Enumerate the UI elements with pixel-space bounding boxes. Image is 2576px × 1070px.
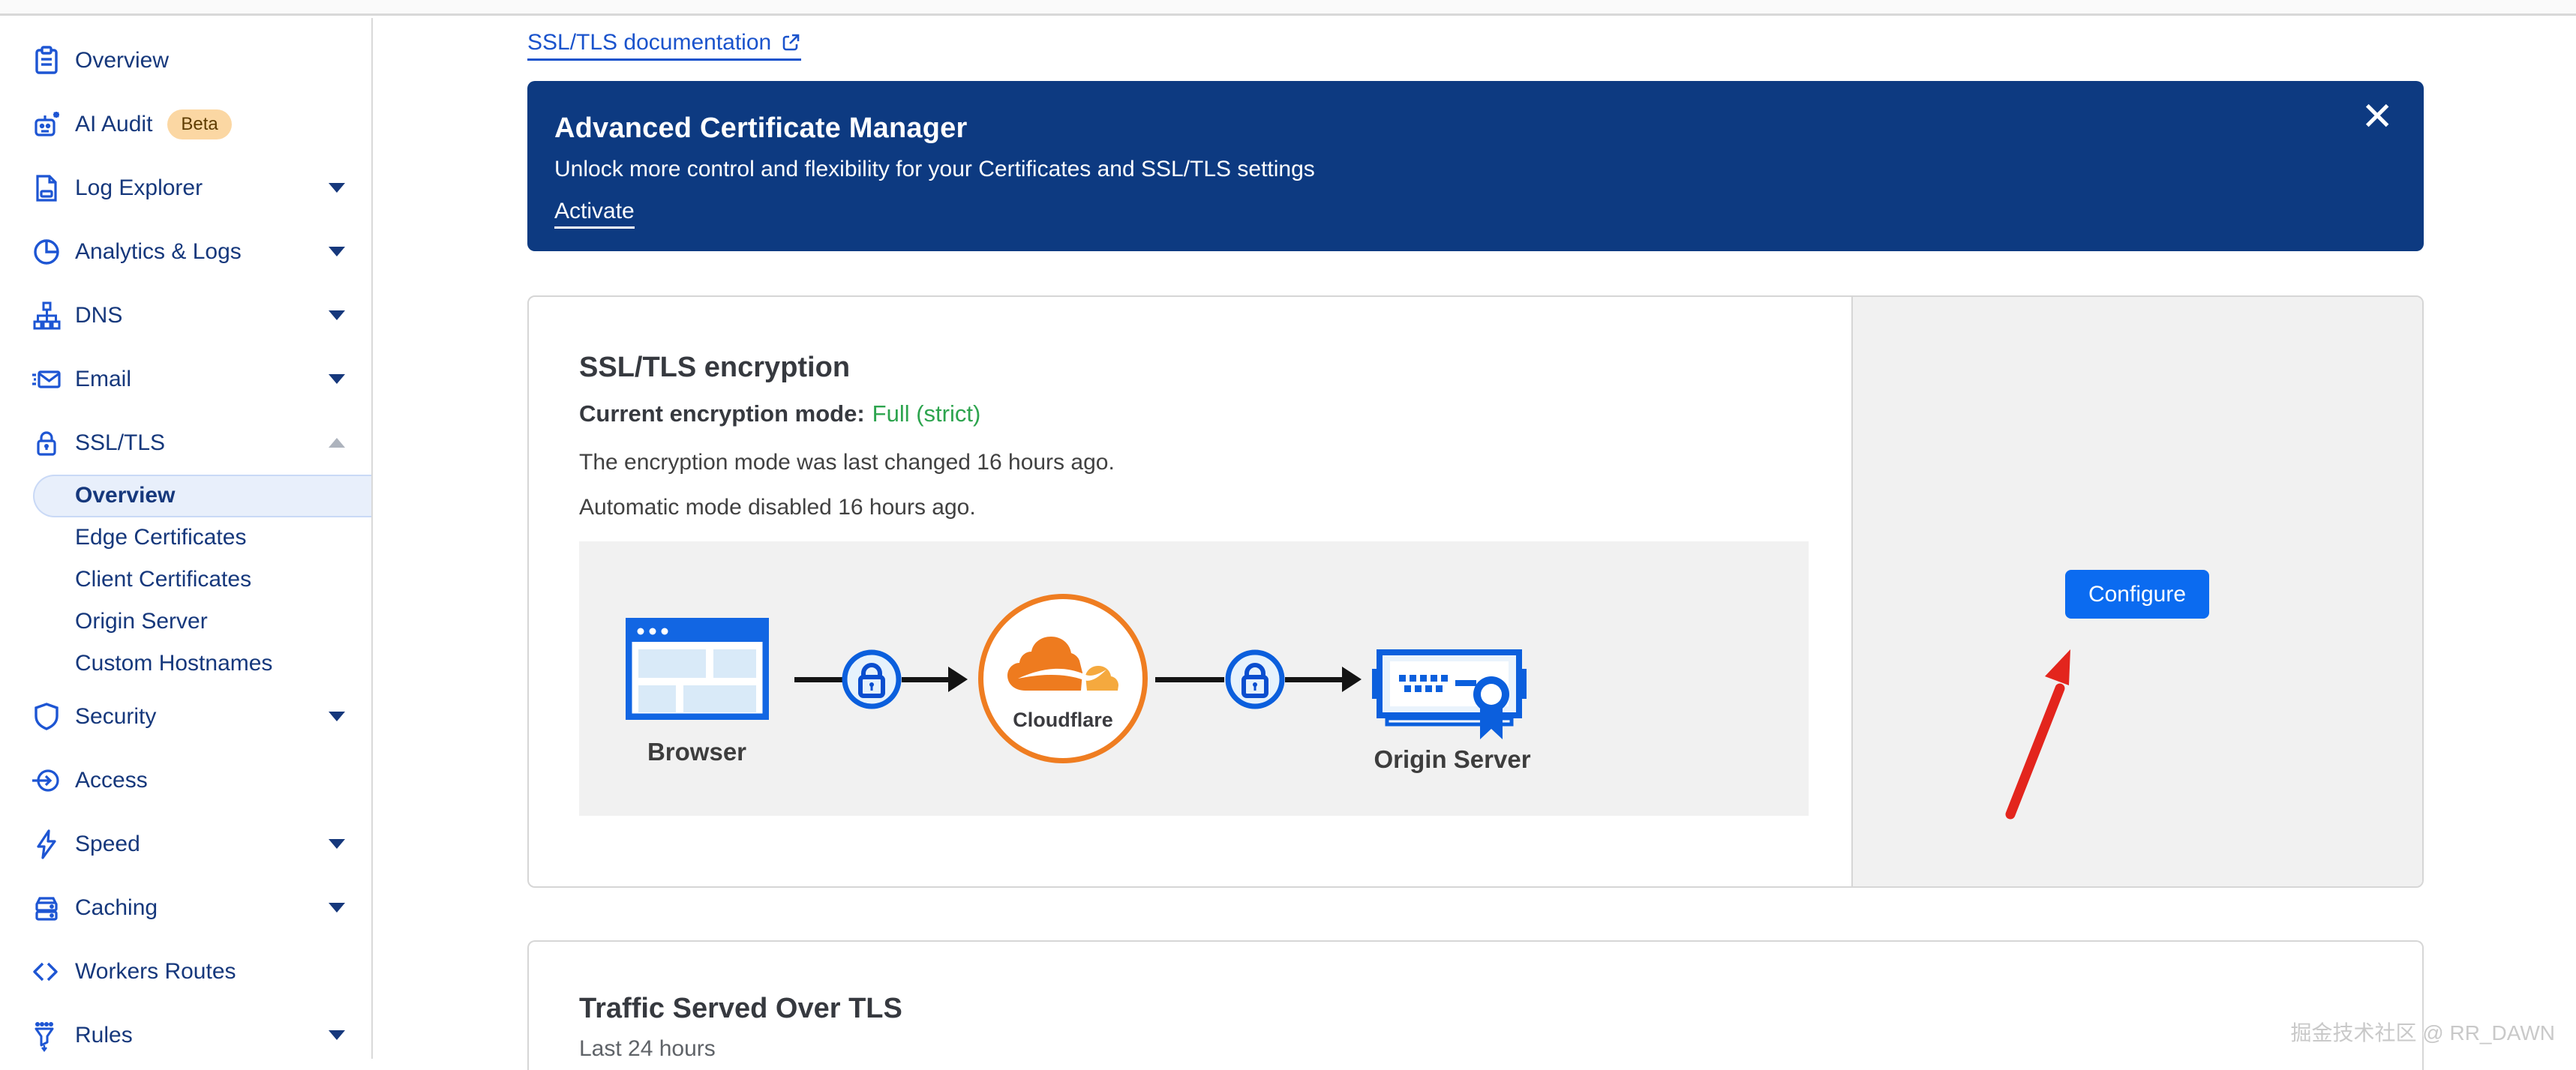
sidebar-item-dns[interactable]: DNS (0, 283, 371, 347)
sidebar-item-overview[interactable]: Overview (0, 28, 371, 92)
origin-server-label: Origin Server (1347, 745, 1557, 774)
flow-line (902, 677, 948, 682)
browser-icon (626, 618, 769, 720)
sidebar-subitem-client-certificates[interactable]: Client Certificates (0, 559, 371, 601)
card-title: SSL/TLS encryption (579, 349, 1851, 385)
origin-server-icon (1371, 648, 1535, 742)
sidebar-item-label: Rules (75, 1023, 133, 1048)
chevron-down-icon[interactable] (329, 374, 345, 384)
acm-banner: Advanced Certificate Manager Unlock more… (527, 81, 2424, 251)
sidebar-item-rules[interactable]: Rules (0, 1003, 371, 1067)
main-content: SSL/TLS documentation Advanced Certifica… (374, 18, 2576, 1059)
card-subtitle: Last 24 hours (579, 1036, 2422, 1062)
chevron-up-icon[interactable] (329, 438, 345, 448)
sidebar-item-email[interactable]: Email (0, 347, 371, 411)
sidebar-item-label: DNS (75, 303, 122, 328)
sidebar-subitem-overview[interactable]: Overview (0, 475, 371, 517)
sidebar-item-ssl-tls[interactable]: SSL/TLS (0, 411, 371, 475)
sidebar-item-log-explorer[interactable]: Log Explorer (0, 156, 371, 220)
sidebar-item-ai-audit[interactable]: AI Audit Beta (0, 92, 371, 156)
mode-changed-text: The encryption mode was last changed 16 … (579, 448, 1851, 477)
sidebar-subitem-origin-server[interactable]: Origin Server (0, 601, 371, 643)
mode-value: Full (strict) (872, 400, 981, 427)
chevron-down-icon[interactable] (329, 839, 345, 849)
configure-panel: Configure (1851, 297, 2422, 886)
chevron-down-icon[interactable] (329, 712, 345, 721)
ssl-encryption-card: SSL/TLS encryption Current encryption mo… (527, 295, 2424, 888)
sidebar: Overview AI Audit Beta Log Explorer (0, 18, 373, 1059)
watermark: 掘金技术社区 @ RR_DAWN (2290, 1017, 2555, 1047)
sidebar-subitem-custom-hostnames[interactable]: Custom Hostnames (0, 643, 371, 685)
sidebar-item-label: Log Explorer (75, 175, 203, 201)
beta-badge: Beta (167, 109, 231, 139)
sidebar-item-label: Security (75, 704, 156, 730)
activate-link[interactable]: Activate (554, 199, 635, 229)
flow-line (1155, 677, 1224, 682)
sidebar-item-access[interactable]: Access (0, 748, 371, 812)
funnel-icon (30, 1019, 63, 1052)
browser-label: Browser (596, 738, 798, 766)
padlock-icon (30, 427, 63, 460)
active-nav-pill[interactable]: Overview (33, 475, 371, 517)
chevron-down-icon[interactable] (329, 1030, 345, 1040)
flow-arrowhead (1342, 667, 1362, 692)
external-link-icon (780, 32, 801, 53)
banner-title: Advanced Certificate Manager (554, 112, 2397, 145)
lightning-icon (30, 828, 63, 861)
sidebar-item-workers-routes[interactable]: Workers Routes (0, 940, 371, 1003)
log-document-icon (30, 172, 63, 205)
server-stack-icon (30, 892, 63, 925)
sidebar-item-label: Workers Routes (75, 959, 236, 985)
configure-button[interactable]: Configure (2065, 570, 2209, 619)
sidebar-item-label: Email (75, 367, 131, 392)
chevron-down-icon[interactable] (329, 903, 345, 913)
sidebar-item-label: Access (75, 768, 148, 793)
sidebar-item-speed[interactable]: Speed (0, 812, 371, 876)
lock-badge-icon (842, 649, 902, 709)
lock-badge-icon (1225, 649, 1285, 709)
auto-mode-text: Automatic mode disabled 16 hours ago. (579, 493, 1851, 522)
sidebar-item-label: Overview (75, 48, 169, 73)
red-annotation-arrow (1988, 642, 2108, 829)
clipboard-icon (30, 44, 63, 77)
cloudflare-icon: Cloudflare (978, 594, 1148, 763)
traffic-tls-card: Traffic Served Over TLS Last 24 hours (527, 940, 2424, 1070)
chevron-down-icon[interactable] (329, 183, 345, 193)
shield-icon (30, 700, 63, 733)
top-divider (0, 0, 2576, 16)
angle-brackets-icon (30, 955, 63, 988)
sidebar-item-analytics[interactable]: Analytics & Logs (0, 220, 371, 283)
flow-arrowhead (948, 667, 968, 692)
chevron-down-icon[interactable] (329, 310, 345, 320)
sidebar-item-label: Caching (75, 895, 158, 921)
sidebar-item-security[interactable]: Security (0, 685, 371, 748)
doc-link-label: SSL/TLS documentation (527, 30, 771, 55)
sidebar-subitem-edge-certificates[interactable]: Edge Certificates (0, 517, 371, 559)
sidebar-item-label: Analytics & Logs (75, 239, 242, 265)
flow-line (794, 677, 844, 682)
sidebar-item-label: AI Audit (75, 112, 152, 137)
sidebar-item-label: SSL/TLS (75, 430, 165, 456)
mode-label: Current encryption mode: (579, 400, 865, 427)
banner-subtitle: Unlock more control and flexibility for … (554, 157, 2397, 182)
pie-chart-icon (30, 235, 63, 268)
flow-line (1285, 677, 1342, 682)
cloudflare-label: Cloudflare (983, 709, 1142, 732)
ssl-tls-documentation-link[interactable]: SSL/TLS documentation (527, 30, 801, 61)
sidebar-item-caching[interactable]: Caching (0, 876, 371, 940)
access-arrow-icon (30, 764, 63, 797)
card-title: Traffic Served Over TLS (579, 991, 2422, 1026)
tls-flow-diagram: Browser (579, 541, 1809, 816)
robot-icon (30, 108, 63, 141)
sidebar-item-label: Speed (75, 832, 140, 857)
network-tree-icon (30, 299, 63, 332)
envelope-icon (30, 363, 63, 396)
close-icon[interactable]: ✕ (2361, 97, 2394, 136)
chevron-down-icon[interactable] (329, 247, 345, 256)
